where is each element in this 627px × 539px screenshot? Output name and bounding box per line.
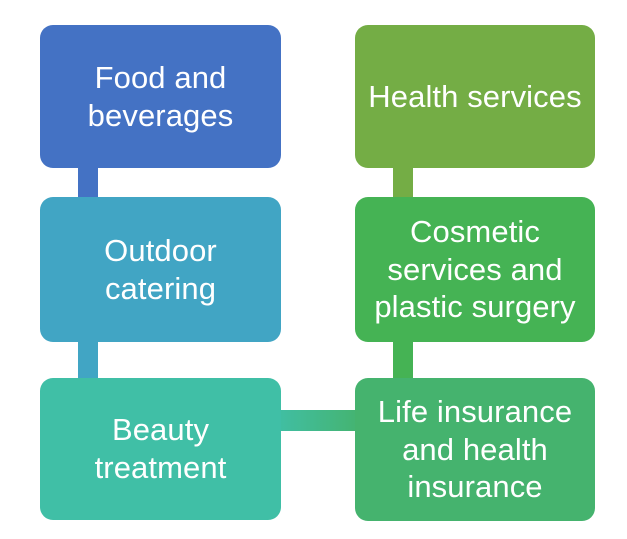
node-food-and-beverages-label: Food and beverages [87,59,234,133]
node-outdoor-catering-label: Outdoor catering [104,232,217,306]
connector-cosmetic-to-life [393,334,413,386]
node-health-services[interactable]: Health services [355,25,595,168]
node-cosmetic-services-label: Cosmetic services and plastic surgery [374,213,576,325]
connector-beauty-treatment-to-life-insurance [273,410,363,431]
connector-health-to-cosmetic [393,160,413,205]
node-cosmetic-services-and-plastic-surgery[interactable]: Cosmetic services and plastic surgery [355,197,595,342]
node-life-insurance-and-health-insurance[interactable]: Life insurance and health insurance [355,378,595,521]
node-life-insurance-label: Life insurance and health insurance [377,393,573,505]
node-beauty-treatment[interactable]: Beauty treatment [40,378,281,520]
node-health-services-label: Health services [368,78,582,114]
node-food-and-beverages[interactable]: Food and beverages [40,25,281,168]
node-outdoor-catering[interactable]: Outdoor catering [40,197,281,342]
node-beauty-treatment-label: Beauty treatment [94,412,227,485]
connector-food-to-outdoor [78,160,98,205]
connector-outdoor-to-beauty [78,334,98,386]
